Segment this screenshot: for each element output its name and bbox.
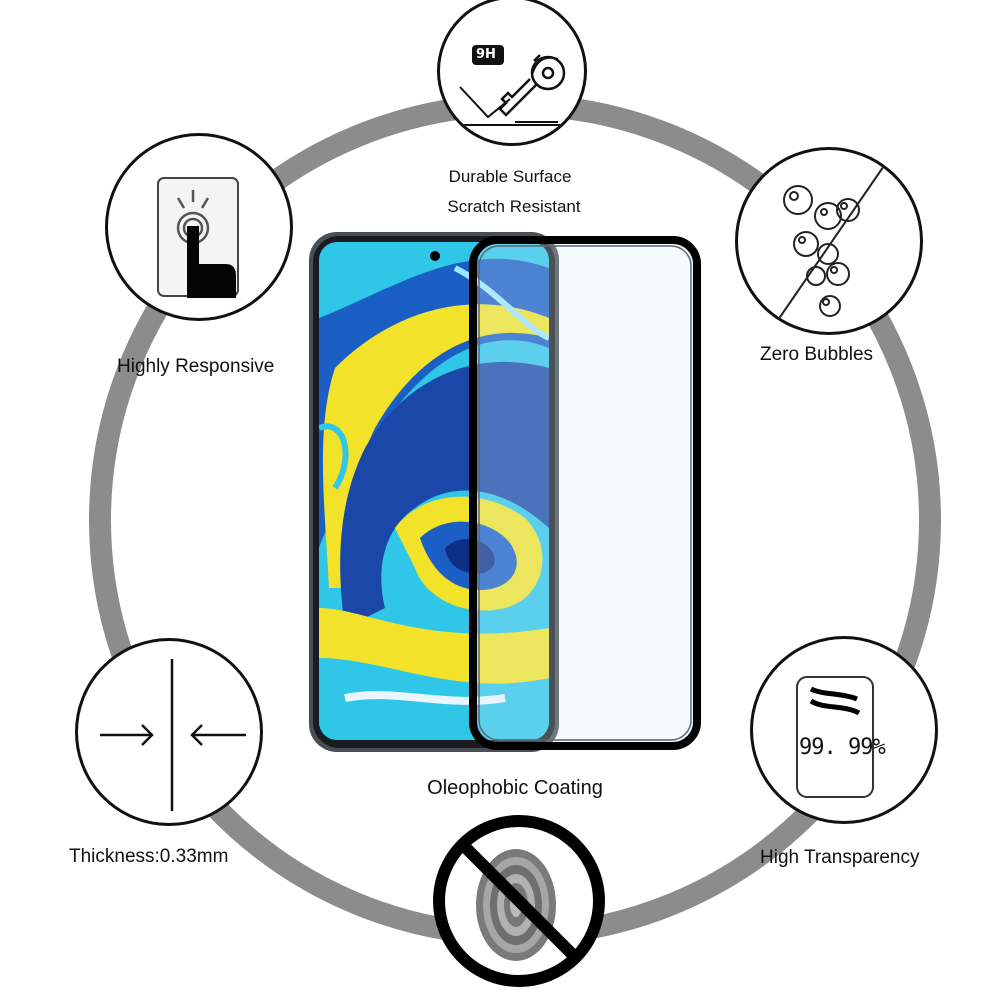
key-scratch-icon [458, 45, 580, 126]
responsive-feature-circle [105, 133, 293, 321]
phone-illustration [309, 232, 701, 752]
transparency-label: High Transparency [760, 847, 920, 868]
bubbles-feature-circle [735, 147, 923, 335]
bubbles-label: Zero Bubbles [760, 344, 874, 365]
durable-feature-circle: 9H [437, 0, 587, 146]
thickness-feature-circle [75, 638, 263, 826]
transparency-feature-circle: 99. 99% [750, 636, 938, 824]
bubbles-icon [777, 159, 889, 321]
badge-9h: 9H [476, 47, 496, 62]
no-fingerprint-icon [433, 815, 605, 987]
oleophobic-label: Oleophobic Coating [427, 777, 603, 799]
transparency-icon [796, 676, 874, 798]
oleophobic-feature-circle [428, 810, 610, 992]
durable-label: Durable Surface [448, 167, 572, 186]
finger-touch-icon [157, 177, 239, 298]
thickness-arrows-icon [100, 659, 246, 811]
responsive-label: Highly Responsive [117, 356, 275, 377]
transparency-value: 99. 99% [799, 735, 886, 760]
thickness-label: Thickness:0.33mm [69, 846, 229, 867]
scratch-label: Scratch Resistant [447, 197, 581, 216]
